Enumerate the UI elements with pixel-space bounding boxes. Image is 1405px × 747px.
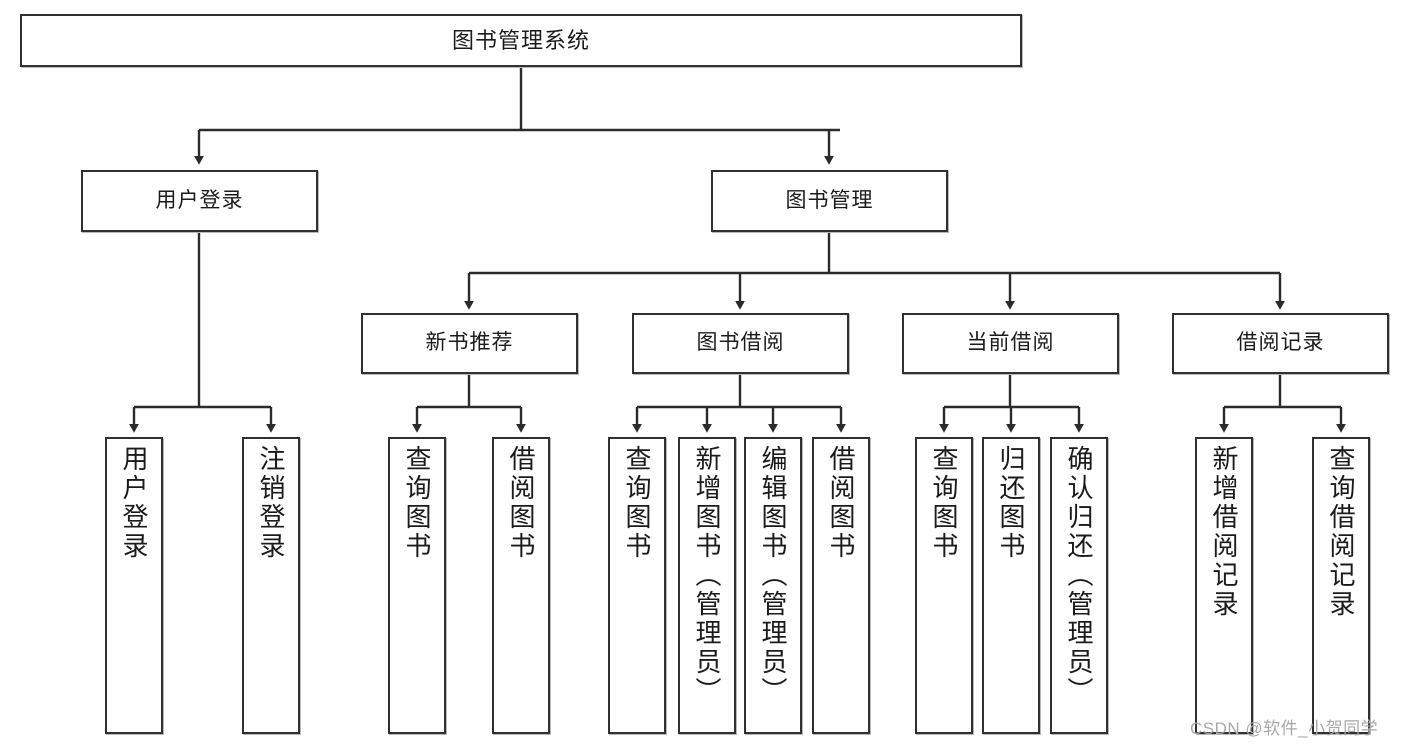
leaf-user-login-logout[interactable]: 注销登录: [242, 437, 300, 734]
node-label: 查询图书: [929, 445, 959, 561]
leaf-borrow-add-book-admin[interactable]: 新增图书（管理员）: [678, 437, 736, 734]
node-borrow-record[interactable]: 借阅记录: [1172, 313, 1389, 374]
leaf-record-add-record[interactable]: 新增借阅记录: [1195, 437, 1253, 734]
node-label: 借阅记录: [1236, 331, 1325, 355]
leaf-borrow-query-book[interactable]: 查询图书: [608, 437, 666, 734]
leaf-borrow-borrow-book[interactable]: 借阅图书: [812, 437, 870, 734]
node-label: 用户登录: [119, 445, 149, 561]
node-label: 查询图书: [402, 445, 432, 561]
node-label: 当前借阅: [966, 331, 1055, 355]
leaf-recommend-borrow-book[interactable]: 借阅图书: [492, 437, 550, 734]
leaf-record-query-record[interactable]: 查询借阅记录: [1312, 437, 1370, 734]
node-book-borrow[interactable]: 图书借阅: [632, 313, 849, 374]
watermark-text: CSDN @软件_小贺同学: [1190, 719, 1379, 738]
leaf-current-confirm-return-admin[interactable]: 确认归还（管理员）: [1050, 437, 1108, 734]
leaf-current-query-book[interactable]: 查询图书: [915, 437, 973, 734]
leaf-recommend-query-book[interactable]: 查询图书: [388, 437, 446, 734]
node-label: 注销登录: [256, 445, 286, 561]
node-label: 新书推荐: [425, 331, 514, 355]
node-current-borrow[interactable]: 当前借阅: [902, 313, 1119, 374]
node-label: 图书管理系统: [451, 27, 590, 53]
node-label: 借阅图书: [506, 445, 536, 561]
node-label: 新增借阅记录: [1209, 445, 1239, 619]
node-label: 新增图书（管理员）: [692, 445, 722, 706]
node-label: 图书借阅: [696, 331, 785, 355]
node-label: 查询借阅记录: [1326, 445, 1356, 619]
node-book-management[interactable]: 图书管理: [711, 170, 948, 232]
node-root-system[interactable]: 图书管理系统: [20, 14, 1022, 67]
node-label: 借阅图书: [826, 445, 856, 561]
node-label: 图书管理: [785, 188, 874, 212]
leaf-borrow-edit-book-admin[interactable]: 编辑图书（管理员）: [744, 437, 802, 734]
node-label: 查询图书: [622, 445, 652, 561]
leaf-current-return-book[interactable]: 归还图书: [982, 437, 1040, 734]
leaf-user-login-login[interactable]: 用户登录: [105, 437, 163, 734]
node-label: 归还图书: [996, 445, 1026, 561]
node-label: 确认归还（管理员）: [1064, 445, 1094, 706]
node-new-book-recommend[interactable]: 新书推荐: [361, 313, 578, 374]
node-label: 编辑图书（管理员）: [758, 445, 788, 706]
node-user-login[interactable]: 用户登录: [81, 170, 318, 232]
node-label: 用户登录: [155, 188, 244, 212]
